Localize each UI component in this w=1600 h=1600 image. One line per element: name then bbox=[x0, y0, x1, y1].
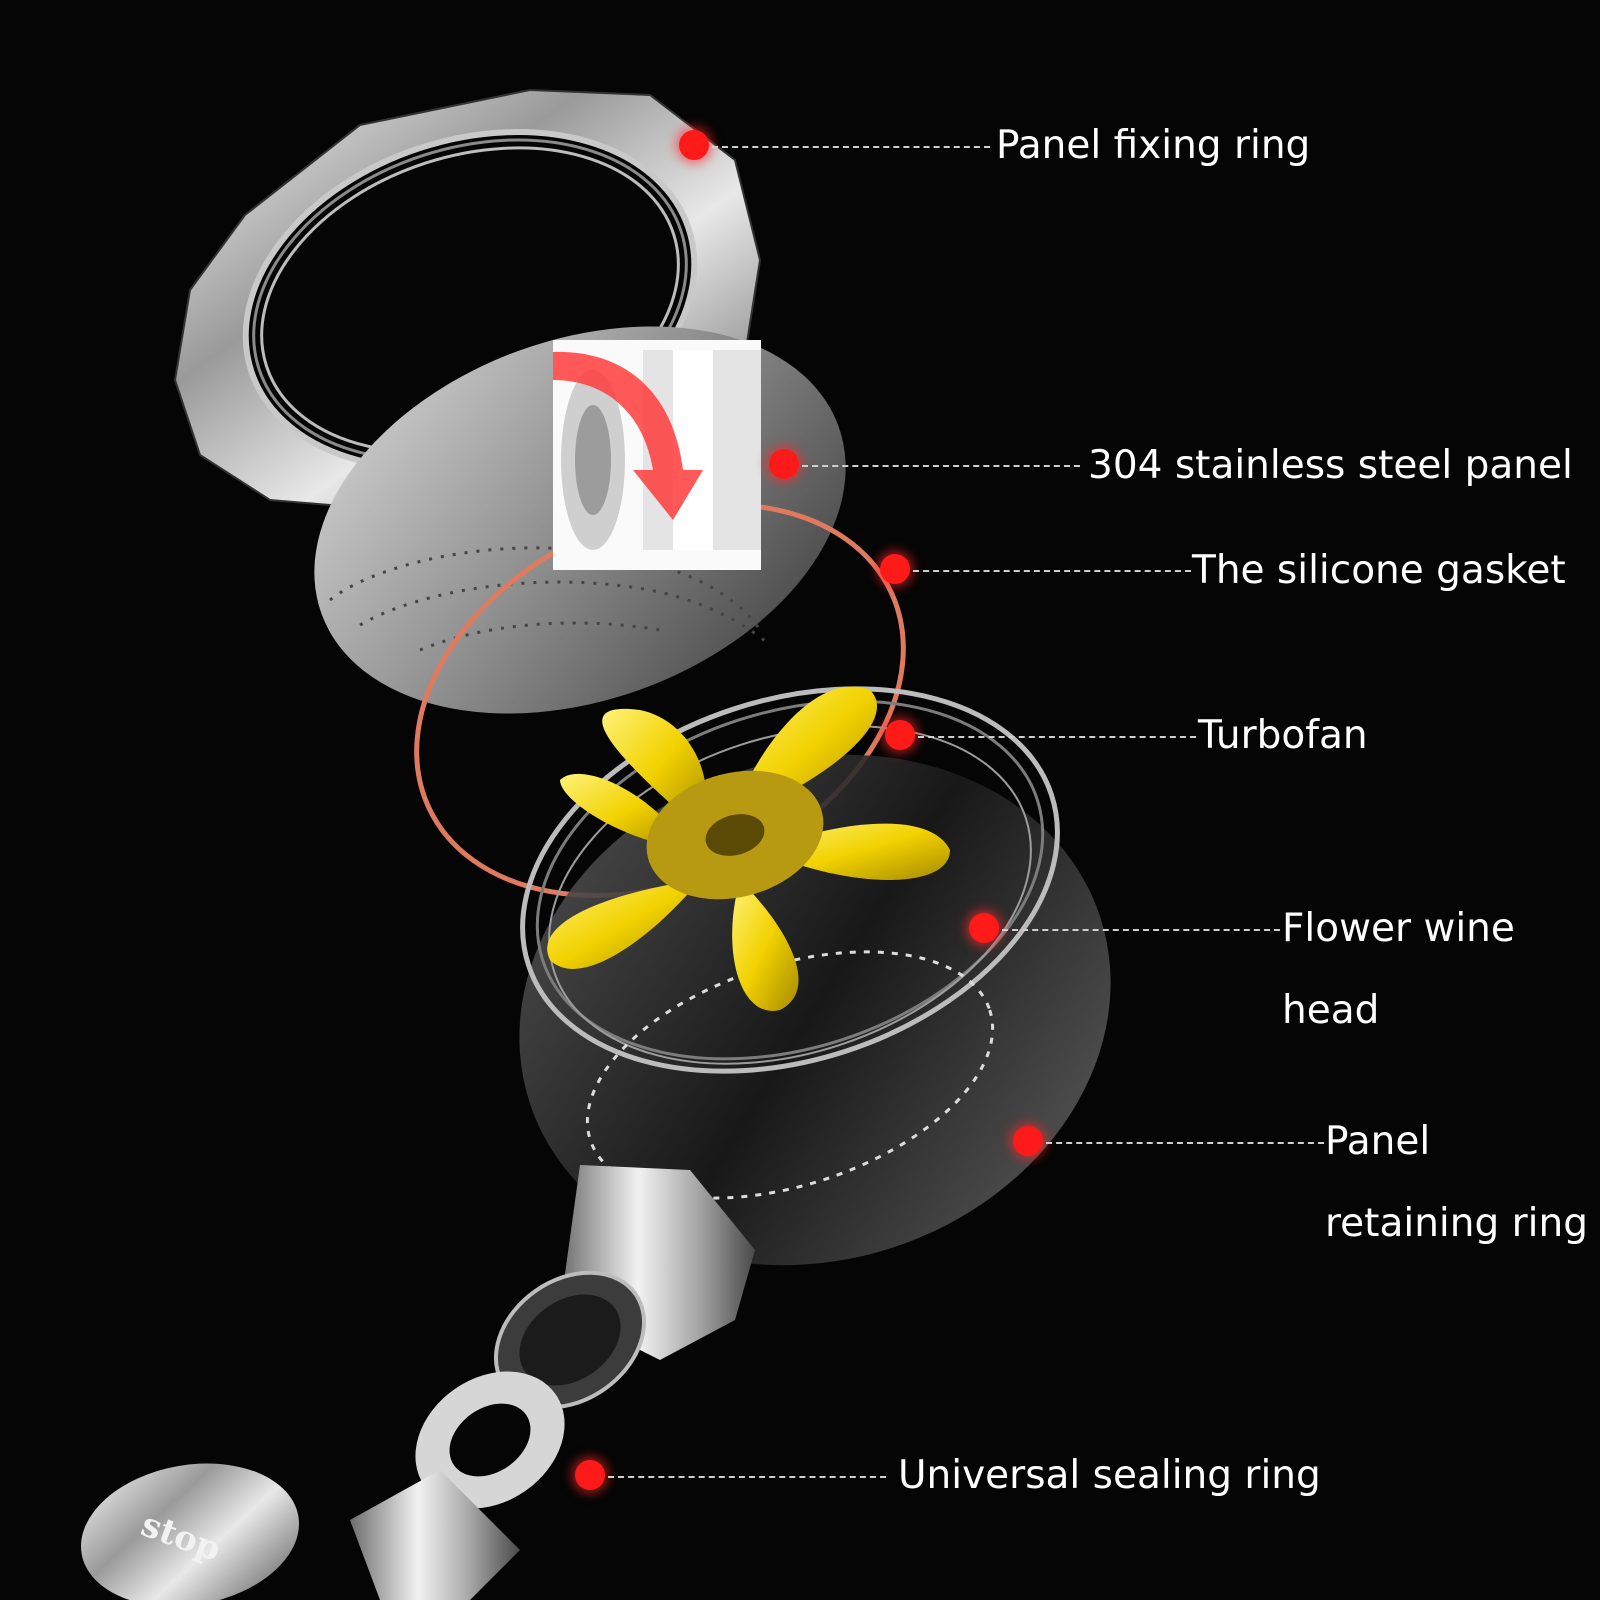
leader-turbofan bbox=[918, 736, 1196, 738]
rotation-detail-inset bbox=[553, 340, 761, 570]
marker-panel-fixing-ring bbox=[679, 130, 709, 160]
marker-silicone-gasket bbox=[880, 554, 910, 584]
marker-universal-sealing-ring bbox=[575, 1460, 605, 1490]
label-universal-sealing-ring: Universal sealing ring bbox=[898, 1453, 1321, 1498]
label-stainless-steel-panel: 304 stainless steel panel bbox=[1088, 443, 1573, 488]
turbofan-part bbox=[547, 686, 950, 1011]
leader-flower-wine-head bbox=[1002, 929, 1280, 931]
leader-panel-fixing-ring bbox=[712, 146, 990, 148]
label-turbofan: Turbofan bbox=[1198, 713, 1368, 758]
marker-turbofan bbox=[885, 720, 915, 750]
rotation-arrow-icon bbox=[553, 350, 761, 550]
leader-panel-retaining-ring bbox=[1046, 1142, 1324, 1144]
panel-retaining-ring-part bbox=[493, 1165, 755, 1410]
universal-sealing-ring-part bbox=[415, 1371, 565, 1509]
label-panel-fixing-ring: Panel fixing ring bbox=[996, 123, 1311, 168]
label-panel-retaining-ring: Panel retaining ring bbox=[1325, 1119, 1588, 1246]
marker-stainless-steel-panel bbox=[769, 449, 799, 479]
leader-stainless-steel-panel bbox=[802, 465, 1080, 467]
label-flower-wine-head: Flower wine head bbox=[1282, 906, 1515, 1033]
leader-silicone-gasket bbox=[913, 570, 1191, 572]
label-silicone-gasket: The silicone gasket bbox=[1192, 548, 1566, 593]
stop-button-connector: stop bbox=[80, 1463, 520, 1600]
marker-panel-retaining-ring bbox=[1013, 1126, 1043, 1156]
marker-flower-wine-head bbox=[969, 913, 999, 943]
leader-universal-sealing-ring bbox=[608, 1476, 886, 1478]
